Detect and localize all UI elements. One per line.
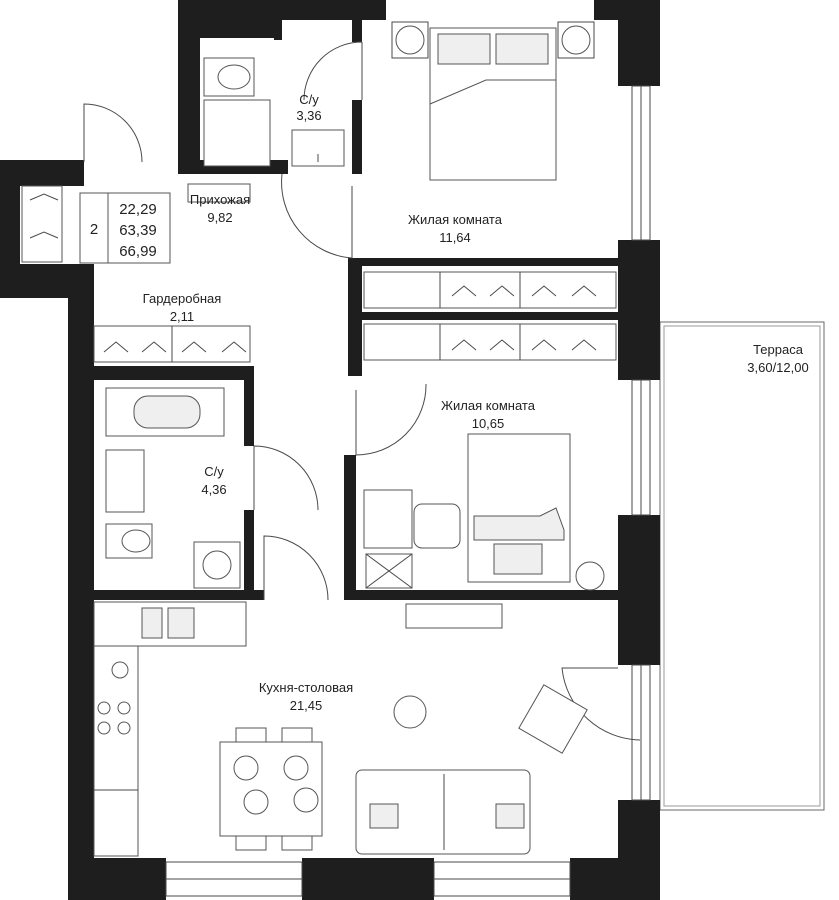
bedroom-bottom-area: 10,65 (472, 416, 505, 431)
total-area: 63,39 (119, 222, 157, 239)
hallway-area: 9,82 (207, 210, 232, 225)
wardrobe-name: Гардеробная (143, 291, 222, 306)
kitchen-area: 21,45 (290, 698, 323, 713)
bathroom-top-fixtures (203, 57, 345, 167)
terrace (659, 321, 825, 811)
bathroom-bottom-name: С/у (204, 464, 224, 479)
exterior-walls (0, 0, 660, 900)
bedroom-top-area: 11,64 (439, 230, 471, 245)
bathroom-bottom-area: 4,36 (201, 482, 226, 497)
terrace-area: 3,60/12,00 (747, 360, 808, 375)
terrace-name: Терраса (753, 342, 804, 357)
bedroom-bottom-furniture (363, 433, 605, 629)
apartment-info-box: 2 22,29 63,39 66,99 (79, 192, 171, 264)
windows (165, 85, 651, 897)
doors (83, 41, 641, 741)
hallway-name: Прихожая (190, 192, 250, 207)
kitchen-furniture (93, 601, 588, 857)
rooms-count: 2 (90, 221, 98, 238)
wardrobe-shelves (93, 271, 617, 363)
bedroom-top-name: Жилая комната (408, 212, 503, 227)
hallway-furniture (21, 183, 251, 263)
bathroom-top-area: 3,36 (296, 108, 321, 123)
bathroom-bottom-fixtures (105, 387, 241, 589)
room-labels: С/у 3,36 Прихожая 9,82 Жилая комната 11,… (143, 92, 809, 713)
area-with-terrace: 66,99 (119, 243, 157, 260)
bathroom-top-name: С/у (299, 92, 319, 107)
wardrobe-area: 2,11 (170, 309, 194, 324)
living-area: 22,29 (119, 201, 157, 218)
kitchen-name: Кухня-столовая (259, 680, 353, 695)
bedroom-top-furniture (391, 21, 595, 181)
bedroom-bottom-name: Жилая комната (441, 398, 536, 413)
